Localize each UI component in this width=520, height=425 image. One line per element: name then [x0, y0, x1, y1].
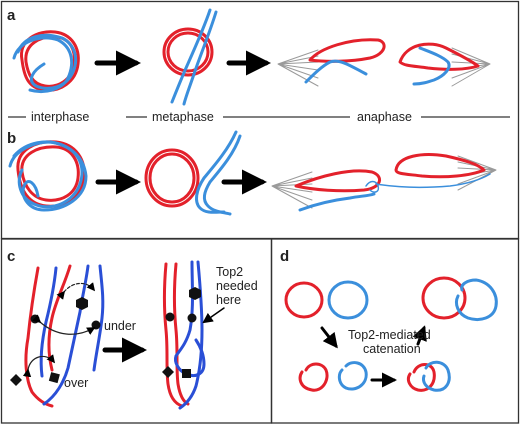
curved-arrow-top — [56, 282, 96, 300]
label-top2-line1: Top2 — [216, 265, 243, 279]
panel-b-anaphase-left — [294, 169, 381, 212]
phase-timeline: interphase metaphase anaphase — [8, 110, 510, 124]
panel-a-interphase-ring — [12, 30, 80, 93]
panel-b-anaphase-right — [394, 153, 486, 179]
diamond-marker — [10, 374, 22, 386]
panel-label-a: a — [7, 7, 16, 24]
metaphase-label: metaphase — [152, 110, 214, 124]
panel-d-linking-rings — [406, 360, 451, 392]
curved-arrow-middle — [32, 314, 96, 335]
curved-arrow-bottom — [22, 354, 56, 378]
panel-a-anaphase-left — [304, 38, 386, 84]
circle-marker-3 — [165, 312, 175, 322]
interphase-label: interphase — [31, 110, 89, 124]
panel-b — [8, 130, 497, 216]
panel-label-b: b — [7, 130, 16, 147]
panel-d-opened-rings — [298, 361, 368, 392]
square-marker — [48, 372, 60, 384]
panel-b-metaphase-ring — [144, 130, 242, 216]
circle-marker-4 — [187, 313, 197, 323]
label-catenation-line2: catenation — [363, 342, 421, 356]
anaphase-label: anaphase — [357, 110, 412, 124]
panel-d: Top2-mediated catenation — [284, 276, 498, 392]
label-under: under — [104, 319, 136, 333]
pointer-top2 — [202, 307, 225, 324]
panel-c-right-strands — [163, 260, 206, 410]
panel-d-border — [270, 238, 520, 424]
panel-label-d: d — [280, 248, 289, 265]
panel-a-anaphase-right — [398, 42, 480, 86]
label-over: over — [64, 376, 88, 390]
square-marker-2 — [182, 369, 191, 378]
panel-b-chromatin-bridge — [365, 173, 491, 193]
arrow-d1 — [320, 326, 338, 349]
label-top2-line3: here — [216, 293, 241, 307]
panel-b-interphase-ring — [8, 140, 88, 212]
panel-label-c: c — [7, 248, 15, 265]
panel-d-catenated-rings — [421, 276, 498, 321]
panel-d-separate-rings — [284, 280, 369, 320]
label-catenation-line1: Top2-mediated — [348, 328, 431, 342]
arrow-d3 — [412, 325, 427, 346]
panel-a — [12, 8, 491, 106]
circle-marker-left — [30, 314, 40, 324]
hexagon-marker-2 — [189, 287, 201, 300]
panel-c: under over Top2 needed here — [10, 260, 258, 410]
diamond-marker-2 — [162, 366, 174, 378]
label-top2-line2: needed — [216, 279, 258, 293]
panel-a-metaphase-ring — [162, 8, 218, 106]
hexagon-marker — [76, 297, 88, 310]
